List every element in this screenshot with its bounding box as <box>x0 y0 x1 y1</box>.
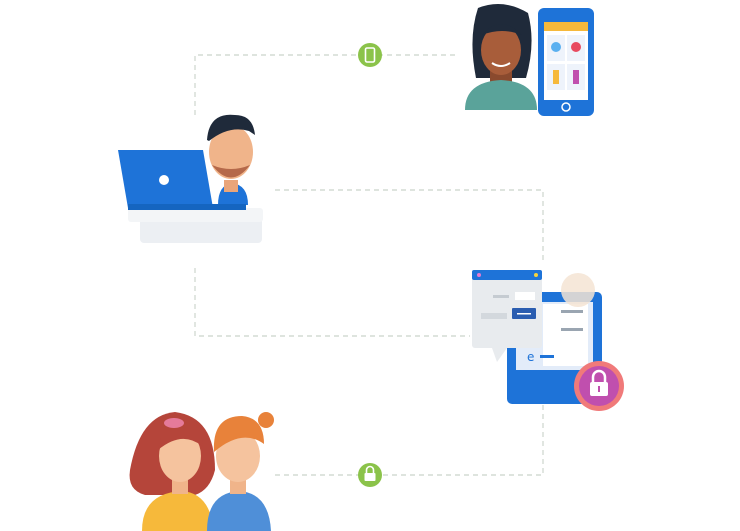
agent-laptop-illustration <box>118 114 263 243</box>
smartphone-node-icon <box>358 43 382 67</box>
smartphone-icon <box>538 8 594 116</box>
connector-laptop-to-mobile <box>194 54 458 115</box>
connector-laptop-to-browser-2 <box>194 268 470 337</box>
secure-browser-illustration: e <box>472 270 624 411</box>
connector-browser-to-customers <box>275 405 544 476</box>
dashed-connectors <box>194 54 544 476</box>
lock-icon <box>574 361 624 411</box>
connector-laptop-to-browser <box>275 189 544 262</box>
people-icon <box>129 412 274 531</box>
lock-node-icon <box>358 463 382 487</box>
browser-e-icon: e <box>527 350 534 364</box>
laptop-icon <box>118 150 246 210</box>
customer-mobile-illustration <box>465 4 594 116</box>
